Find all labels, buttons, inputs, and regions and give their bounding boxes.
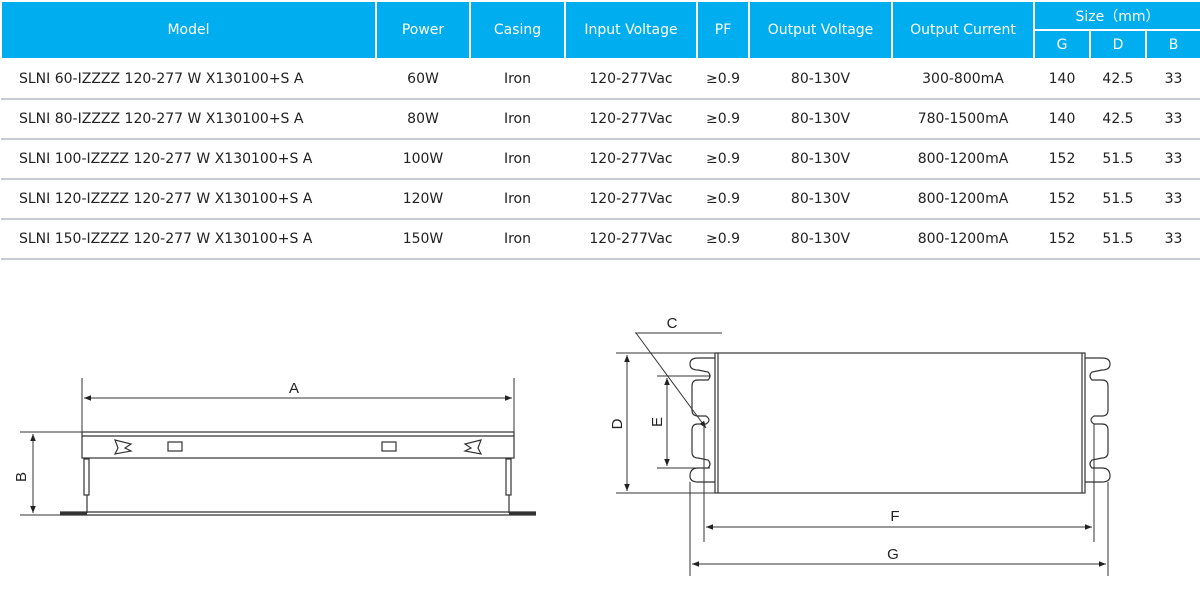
header-casing: Casing (469, 0, 566, 60)
label-a: A (289, 380, 299, 397)
spec-table: Model Power Casing Input Voltage PF Outp… (0, 0, 1200, 260)
label-e: E (649, 417, 666, 427)
header-size-d: D (1089, 29, 1147, 60)
dimension-g (689, 482, 1109, 576)
cell-input-voltage: 120-277Vac (565, 99, 697, 140)
cell-model: SLNI 60-IZZZZ 120-277 W X130100+S A (1, 59, 376, 100)
cell-pf: ≥0.9 (697, 219, 749, 260)
header-size-g: G (1033, 29, 1091, 60)
driver-body-side (60, 431, 536, 516)
table-body: SLNI 60-IZZZZ 120-277 W X130100+S A 60W … (1, 59, 1200, 260)
cell-input-voltage: 120-277Vac (565, 179, 697, 220)
cell-size-d: 51.5 (1090, 219, 1146, 260)
cell-output-voltage: 80-130V (749, 219, 892, 260)
cell-size-b: 33 (1146, 219, 1200, 260)
side-view-drawing: A B (13, 378, 536, 516)
cell-output-current: 300-800mA (892, 59, 1034, 100)
label-g: G (887, 546, 899, 563)
dimension-c (635, 332, 722, 429)
dimension-d (616, 352, 715, 494)
cell-size-g: 140 (1034, 99, 1090, 140)
dimension-a (81, 378, 515, 432)
dimension-f (703, 424, 1095, 542)
label-d: D (609, 418, 626, 429)
table-row: SLNI 120-IZZZZ 120-277 W X130100+S A 120… (1, 179, 1200, 220)
cell-casing: Iron (470, 179, 565, 220)
cell-input-voltage: 120-277Vac (565, 59, 697, 100)
cell-casing: Iron (470, 139, 565, 180)
cell-model: SLNI 150-IZZZZ 120-277 W X130100+S A (1, 219, 376, 260)
header-power: Power (375, 0, 471, 60)
cell-model: SLNI 120-IZZZZ 120-277 W X130100+S A (1, 179, 376, 220)
cell-power: 60W (376, 59, 470, 100)
driver-body-top (689, 352, 1111, 494)
dimension-b (20, 431, 90, 516)
cell-model: SLNI 100-IZZZZ 120-277 W X130100+S A (1, 139, 376, 180)
label-b: B (13, 472, 30, 482)
table-row: SLNI 60-IZZZZ 120-277 W X130100+S A 60W … (1, 59, 1200, 100)
cell-size-g: 152 (1034, 139, 1090, 180)
header-size: Size（mm） (1033, 0, 1200, 31)
cell-output-voltage: 80-130V (749, 99, 892, 140)
cell-size-d: 51.5 (1090, 179, 1146, 220)
table-row: SLNI 100-IZZZZ 120-277 W X130100+S A 100… (1, 139, 1200, 180)
cell-pf: ≥0.9 (697, 179, 749, 220)
cell-output-voltage: 80-130V (749, 59, 892, 100)
label-f: F (890, 508, 899, 525)
cell-size-b: 33 (1146, 179, 1200, 220)
cell-size-b: 33 (1146, 139, 1200, 180)
cell-output-voltage: 80-130V (749, 139, 892, 180)
cell-output-current: 780-1500mA (892, 99, 1034, 140)
cell-casing: Iron (470, 99, 565, 140)
header-input-voltage: Input Voltage (564, 0, 698, 60)
cell-power: 80W (376, 99, 470, 140)
label-c: C (667, 315, 678, 332)
top-view-drawing: C D E F G (609, 315, 1111, 576)
cell-size-b: 33 (1146, 99, 1200, 140)
cell-input-voltage: 120-277Vac (565, 219, 697, 260)
cell-size-d: 51.5 (1090, 139, 1146, 180)
table-header: Model Power Casing Input Voltage PF Outp… (0, 0, 1200, 60)
cell-output-current: 800-1200mA (892, 179, 1034, 220)
header-output-voltage: Output Voltage (748, 0, 893, 60)
cell-output-voltage: 80-130V (749, 179, 892, 220)
cell-pf: ≥0.9 (697, 139, 749, 180)
cell-output-current: 800-1200mA (892, 219, 1034, 260)
header-size-b: B (1145, 29, 1200, 60)
cell-pf: ≥0.9 (697, 99, 749, 140)
cell-size-g: 140 (1034, 59, 1090, 100)
cell-size-d: 42.5 (1090, 59, 1146, 100)
cell-output-current: 800-1200mA (892, 139, 1034, 180)
table-row: SLNI 150-IZZZZ 120-277 W X130100+S A 150… (1, 219, 1200, 260)
cell-casing: Iron (470, 219, 565, 260)
cell-size-b: 33 (1146, 59, 1200, 100)
dimension-e (657, 375, 710, 469)
cell-model: SLNI 80-IZZZZ 120-277 W X130100+S A (1, 99, 376, 140)
header-pf: PF (696, 0, 750, 60)
cell-pf: ≥0.9 (697, 59, 749, 100)
cell-power: 150W (376, 219, 470, 260)
header-model: Model (0, 0, 377, 60)
table-row: SLNI 80-IZZZZ 120-277 W X130100+S A 80W … (1, 99, 1200, 140)
cell-input-voltage: 120-277Vac (565, 139, 697, 180)
cell-power: 100W (376, 139, 470, 180)
cell-casing: Iron (470, 59, 565, 100)
cell-size-d: 42.5 (1090, 99, 1146, 140)
cell-size-g: 152 (1034, 179, 1090, 220)
cell-power: 120W (376, 179, 470, 220)
header-output-current: Output Current (891, 0, 1035, 60)
cell-size-g: 152 (1034, 219, 1090, 260)
